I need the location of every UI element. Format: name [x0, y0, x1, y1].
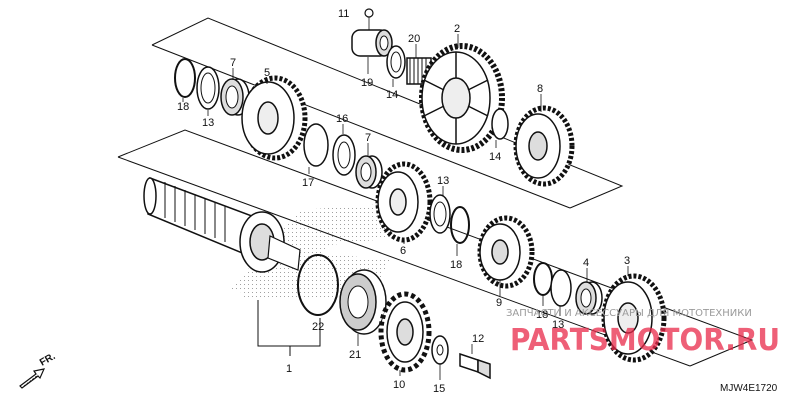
bolt-12 — [459, 352, 491, 380]
gear-9 — [477, 215, 535, 289]
callout-5: 5 — [264, 67, 270, 79]
callout-13-lower: 13 — [552, 319, 564, 331]
callout-4: 4 — [583, 257, 589, 269]
callout-11: 11 — [338, 8, 349, 20]
callout-18-lower: 18 — [536, 309, 548, 321]
callout-18-middle: 18 — [450, 259, 462, 271]
callout-7-upper: 7 — [230, 57, 236, 69]
gear-5 — [241, 75, 308, 161]
callout-10: 10 — [393, 379, 405, 391]
callout-14-upper: 14 — [386, 89, 398, 101]
direction-label: FR. — [38, 351, 58, 369]
countershaft-frame — [151, 17, 624, 209]
front-direction-arrow-icon — [19, 368, 46, 389]
callout-17: 17 — [302, 177, 314, 189]
callout-21: 21 — [349, 349, 361, 361]
callout-13-middle: 13 — [437, 175, 449, 187]
leader-lines — [182, 17, 629, 380]
callout-bracket-1 — [257, 300, 321, 356]
callout-18-upper: 18 — [177, 101, 189, 113]
callout-22: 22 — [312, 321, 324, 333]
callout-19: 19 — [361, 77, 373, 89]
oil-seal-21 — [339, 269, 387, 335]
callout-12: 12 — [472, 333, 484, 345]
oring-22 — [297, 254, 339, 316]
callout-16: 16 — [336, 113, 348, 125]
bushing-19 — [351, 29, 393, 57]
watermark-brand: PARTSMOTOR.RU — [510, 323, 780, 358]
callout-20: 20 — [408, 33, 420, 45]
gear-3 — [601, 273, 667, 363]
washer-14-upper — [386, 45, 406, 79]
diagram-code: MJW4E1720 — [720, 383, 778, 394]
callout-7-middle: 7 — [365, 132, 371, 144]
callout-8: 8 — [537, 83, 543, 95]
gear-6 — [375, 161, 433, 243]
callout-labels: 11 20 2 7 5 8 18 13 19 14 16 7 14 17 13 … — [177, 8, 630, 395]
washer-13-lower — [550, 269, 572, 307]
mainshaft-frame-left — [117, 156, 691, 367]
watermark-tagline: ЗАПЧАСТИ И АКСЕССУАРЫ ДЛЯ МОТОТЕХНИКИ — [506, 308, 752, 319]
callout-9: 9 — [496, 297, 502, 309]
circlip-17 — [303, 123, 329, 167]
washer-13-middle — [429, 194, 451, 234]
circlip-18-middle — [450, 206, 470, 244]
callout-3: 3 — [624, 255, 630, 267]
washer-14-right — [491, 108, 509, 140]
needle-bearing-7-middle — [355, 155, 383, 189]
washer-13-upper — [196, 66, 220, 110]
callout-15: 15 — [433, 383, 445, 395]
callout-2: 2 — [454, 23, 460, 35]
callout-13-upper: 13 — [202, 117, 214, 129]
bushing-4 — [575, 281, 603, 315]
callout-1: 1 — [286, 363, 292, 375]
callout-14-right: 14 — [489, 151, 501, 163]
circlip-18-lower — [533, 262, 553, 296]
countershaft-frame-left — [151, 44, 571, 209]
washer-15 — [431, 335, 449, 365]
gear-2 — [419, 43, 505, 153]
callout-6: 6 — [400, 245, 406, 257]
washer-16 — [332, 134, 356, 176]
circlip-18-upper — [174, 58, 196, 98]
ball-11 — [364, 8, 374, 18]
gear-8 — [513, 105, 575, 187]
mainshaft-1 — [143, 176, 301, 273]
drive-sprocket-10 — [378, 291, 432, 373]
